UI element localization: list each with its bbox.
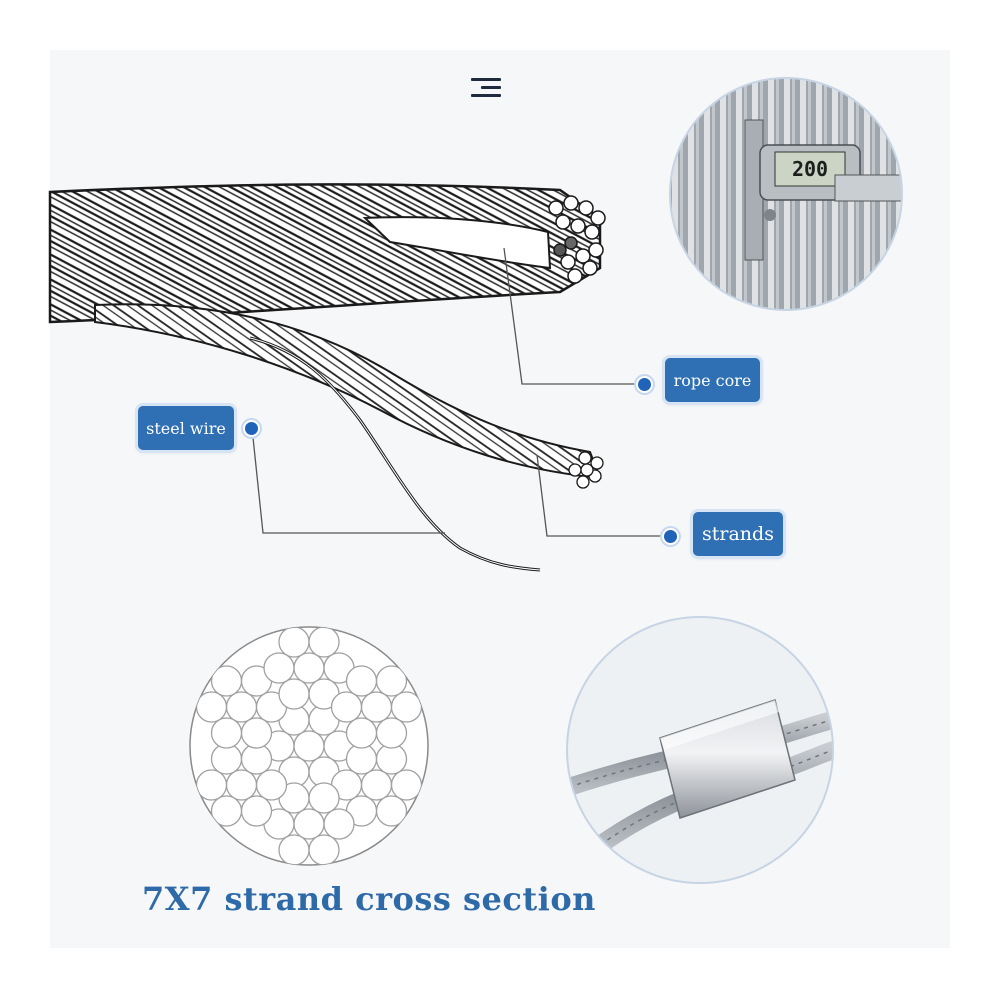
cross-section-wire (308, 782, 340, 814)
rope-core-label: rope core (665, 358, 760, 402)
cross-section-wire (240, 795, 273, 827)
cross-section-wire (255, 769, 288, 801)
cross-section-wire (195, 691, 228, 723)
leader-rope-core (503, 247, 640, 385)
cross-section-wire (375, 717, 408, 749)
steel-wire-marker-dot (243, 420, 260, 437)
cross-section-wire (360, 769, 393, 801)
rope-end-wires (548, 195, 606, 284)
leader-lines (251, 247, 668, 537)
cross-section-wire (293, 652, 325, 684)
strand-end-wires (568, 451, 604, 489)
caliper-photo: 200 (669, 77, 903, 311)
strands-label: strands (693, 512, 783, 556)
cross-section-wire (195, 769, 228, 801)
cross-section-wire (293, 730, 325, 762)
menu-icon[interactable] (471, 76, 503, 100)
rope-core-marker-dot (636, 376, 653, 393)
cross-section-wire (390, 769, 423, 801)
separated-strand (94, 303, 602, 480)
cross-section-wire (308, 627, 340, 658)
leader-strands (536, 454, 668, 537)
strands-marker-dot (662, 528, 679, 545)
cross-section-wire (278, 678, 310, 710)
cross-section-wire (360, 691, 393, 723)
cross-section-wire (225, 691, 258, 723)
cross-section-wire (323, 808, 355, 840)
caliper-display-value: 200 (792, 157, 828, 181)
cross-section-wire (225, 769, 258, 801)
cross-section-wire (278, 834, 310, 865)
cross-section-wire (278, 627, 310, 658)
cross-section-wire (345, 665, 378, 697)
menu-icon-bar-middle (481, 86, 501, 89)
wire-rope-illustration (48, 183, 606, 572)
cross-section-caption: 7X7 strand cross section (142, 880, 596, 918)
cross-section-wire (345, 717, 378, 749)
cross-section-wire (293, 808, 325, 840)
steel-wire-label: steel wire (138, 406, 234, 450)
cross-section-wire (210, 795, 243, 827)
cross-section-wire (330, 691, 363, 723)
cross-section-wire (375, 665, 408, 697)
cross-section-wire (375, 795, 408, 827)
ferrule-photo (566, 616, 834, 884)
leader-steel-wire (251, 427, 445, 534)
cross-section-wire (210, 717, 243, 749)
menu-icon-bar-bottom (471, 94, 501, 97)
rope-core-cutaway (362, 216, 552, 270)
cross-section-wire (390, 691, 423, 723)
cross-section-wire (308, 834, 340, 865)
cross-section-wire (263, 652, 295, 684)
cross-section-diagram (189, 626, 429, 866)
menu-icon-bar-top (471, 78, 501, 81)
cross-section-wire (240, 717, 273, 749)
cross-section-wire (210, 665, 243, 697)
